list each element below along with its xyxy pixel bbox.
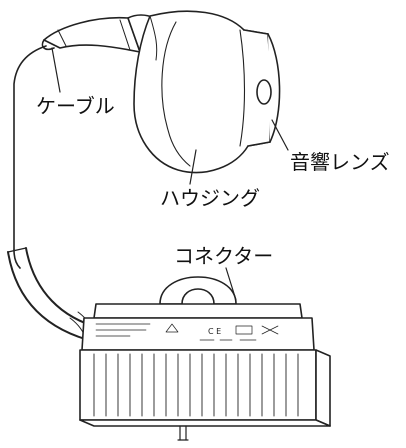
svg-text:C E: C E	[208, 327, 221, 336]
housing-label: ハウジング	[160, 186, 260, 210]
cable-leader-line	[51, 47, 61, 93]
connector-label: コネクター	[174, 244, 274, 268]
acoustic-lens-leader-line	[271, 119, 289, 151]
housing	[127, 10, 281, 174]
cable	[7, 16, 141, 343]
connector: C E	[79, 276, 331, 441]
acoustic-lens-label: 音響レンズ	[290, 150, 390, 174]
housing-leader-line	[189, 149, 197, 185]
cable-label: ケーブル	[36, 94, 115, 118]
